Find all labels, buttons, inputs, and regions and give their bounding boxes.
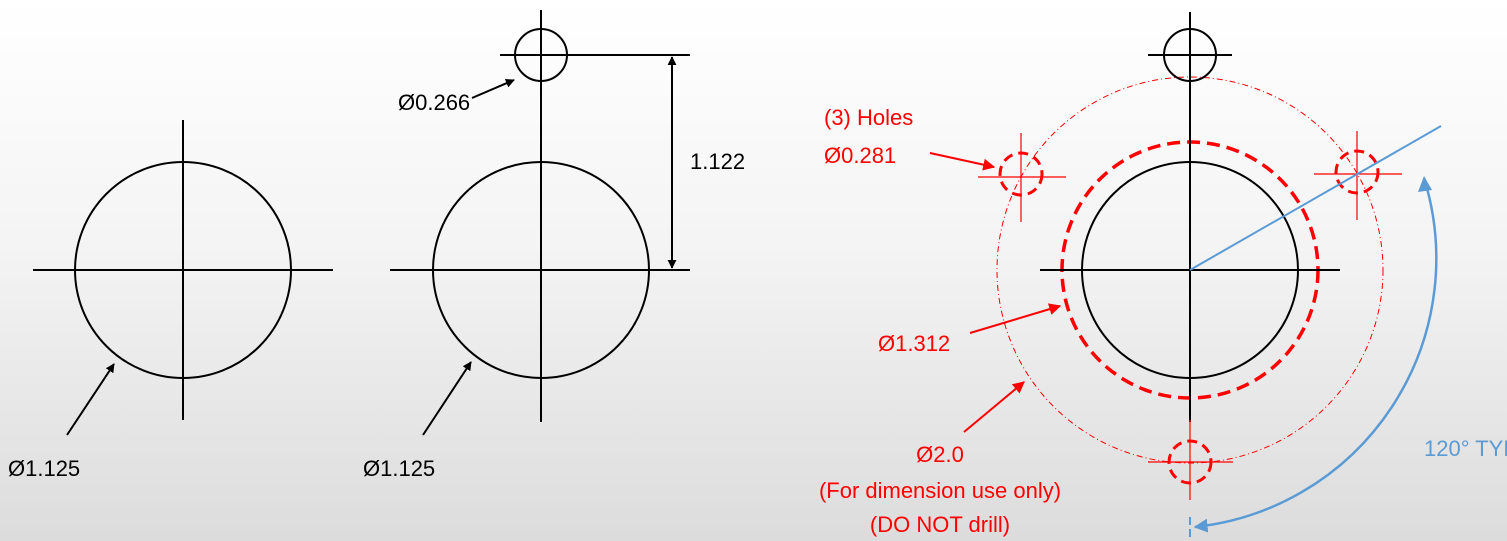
figure-3: 120° TYP (3) Holes Ø0.281 Ø1.312 Ø2.0 (F… [819, 12, 1507, 541]
bolt-hole-bottom [1148, 420, 1233, 500]
bolt-circle-note-1: (For dimension use only) [819, 478, 1061, 503]
leader-arrow [66, 363, 115, 436]
small-hole-diameter-label: Ø0.266 [398, 90, 470, 115]
bolt-circle-label: Ø2.0 [916, 442, 964, 467]
angle-arc-arrowhead-top [1418, 176, 1432, 192]
hole-diameter-label: Ø1.125 [363, 456, 435, 481]
bolt-circle-note-2: (DO NOT drill) [870, 512, 1010, 537]
bolt-hole-left [978, 133, 1066, 222]
angle-arc-arrow [1193, 177, 1438, 533]
figure-2: 1.122 Ø0.266 Ø1.125 [363, 10, 745, 481]
figure-1: Ø1.125 [8, 120, 333, 481]
bolt-hole-right [1314, 131, 1402, 220]
distance-label: 1.122 [690, 149, 745, 174]
holes-leader-arrow [929, 152, 996, 171]
hole-diameter-label: Ø1.125 [8, 456, 80, 481]
angle-reference-line [1189, 125, 1442, 271]
angle-label: 120° TYP [1424, 436, 1507, 461]
inner-circle-leader-arrow [969, 303, 1062, 334]
bolt-circle-leader-arrow [963, 381, 1025, 433]
inner-circle-label: Ø1.312 [878, 331, 950, 356]
holes-diameter-label: Ø0.281 [824, 143, 896, 168]
holes-count-label: (3) Holes [824, 105, 913, 130]
small-hole-leader-arrow [471, 79, 515, 99]
leader-arrow [422, 361, 472, 436]
